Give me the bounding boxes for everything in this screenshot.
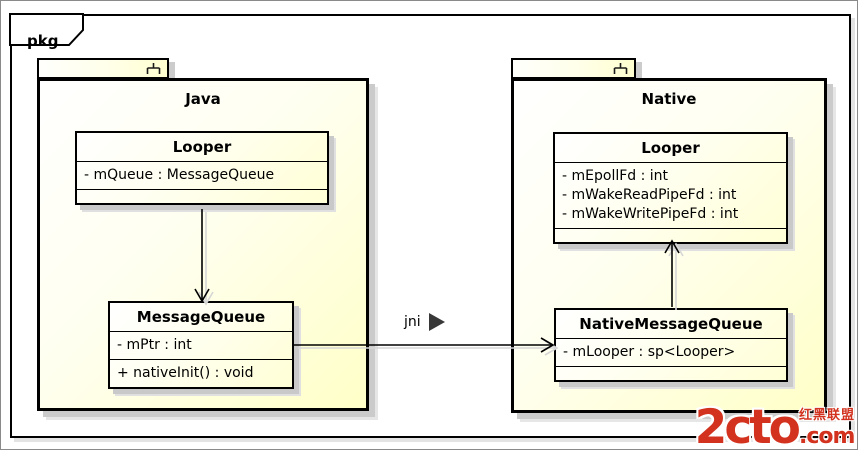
attribute-row: - mWakeWritePipeFd : int — [562, 206, 739, 222]
method-row: + nativeInit() : void — [117, 365, 254, 381]
frame-pkg-tab: pkg — [9, 13, 87, 50]
methods-compartment — [77, 190, 327, 203]
frame-tab-shape — [9, 13, 84, 46]
package-tab-native — [511, 58, 636, 79]
attribute-row: - mQueue : MessageQueue — [84, 167, 275, 183]
watermark-brand: 2cto — [694, 399, 801, 450]
methods-compartment — [555, 229, 786, 242]
diagram-frame — [10, 14, 851, 438]
package-title-java: Java — [185, 90, 221, 108]
attributes-compartment: - mPtr : int — [110, 332, 292, 360]
attributes-compartment: - mLooper : sp<Looper> — [556, 339, 786, 367]
class-title: Looper — [77, 133, 327, 162]
attribute-row: - mWakeReadPipeFd : int — [562, 187, 737, 203]
attribute-row: - mLooper : sp<Looper> — [563, 344, 736, 360]
attributes-compartment: - mEpollFd : int - mWakeReadPipeFd : int… — [555, 163, 786, 229]
jni-association-label: jni — [404, 313, 445, 331]
methods-compartment — [556, 367, 786, 380]
watermark-2cto: 2cto 红黑联盟 .com — [694, 399, 856, 450]
class-title: NativeMessageQueue — [556, 310, 786, 339]
package-tab-java — [37, 58, 169, 79]
watermark-domain-suffix: .com — [798, 424, 855, 449]
frame-kind-label: pkg — [27, 32, 59, 50]
class-title: MessageQueue — [110, 303, 292, 332]
package-merge-icon — [146, 63, 161, 74]
package-merge-icon — [613, 63, 628, 74]
package-title-native: Native — [641, 90, 697, 108]
attributes-compartment: - mQueue : MessageQueue — [77, 162, 327, 190]
class-title: Looper — [555, 134, 786, 163]
jni-label-text: jni — [404, 314, 421, 330]
direction-triangle-icon — [428, 313, 445, 331]
attribute-row: - mEpollFd : int — [562, 168, 669, 184]
class-java-looper: Looper - mQueue : MessageQueue — [75, 131, 329, 205]
attribute-row: - mPtr : int — [117, 337, 192, 353]
class-java-messagequeue: MessageQueue - mPtr : int + nativeInit()… — [108, 301, 294, 389]
class-native-messagequeue: NativeMessageQueue - mLooper : sp<Looper… — [554, 308, 788, 382]
watermark-site-name-cn: 红黑联盟 — [798, 408, 855, 423]
methods-compartment: + nativeInit() : void — [110, 360, 292, 387]
class-native-looper: Looper - mEpollFd : int - mWakeReadPipeF… — [553, 132, 788, 244]
